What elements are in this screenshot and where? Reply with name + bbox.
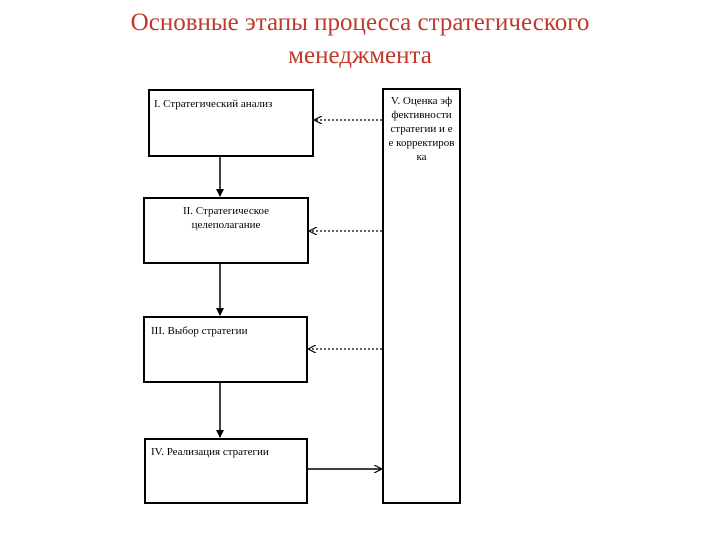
- diagram-title: Основные этапы процесса стратегического …: [60, 6, 660, 72]
- stage-1-box: I. Стратегический анализ: [148, 89, 314, 157]
- stage-3-label: III. Выбор стратегии: [151, 325, 248, 337]
- stage-1-label: I. Стратегический анализ: [154, 98, 273, 110]
- stage-2-box: II. Стратегическое целеполагание: [143, 197, 309, 264]
- stage-3-box: III. Выбор стратегии: [143, 316, 308, 383]
- title-line-2: менеджмента: [288, 42, 432, 69]
- stage-4-box: IV. Реализация стратегии: [144, 438, 308, 504]
- stage-4-label: IV. Реализация стратегии: [151, 446, 269, 458]
- evaluation-box: V. Оценка эффективности стратегии и ее к…: [382, 88, 461, 504]
- stage-2-label: II. Стратегическое целеполагание: [182, 205, 270, 231]
- evaluation-label: V. Оценка эффективности стратегии и ее к…: [388, 95, 455, 163]
- title-line-1: Основные этапы процесса стратегического: [130, 9, 590, 36]
